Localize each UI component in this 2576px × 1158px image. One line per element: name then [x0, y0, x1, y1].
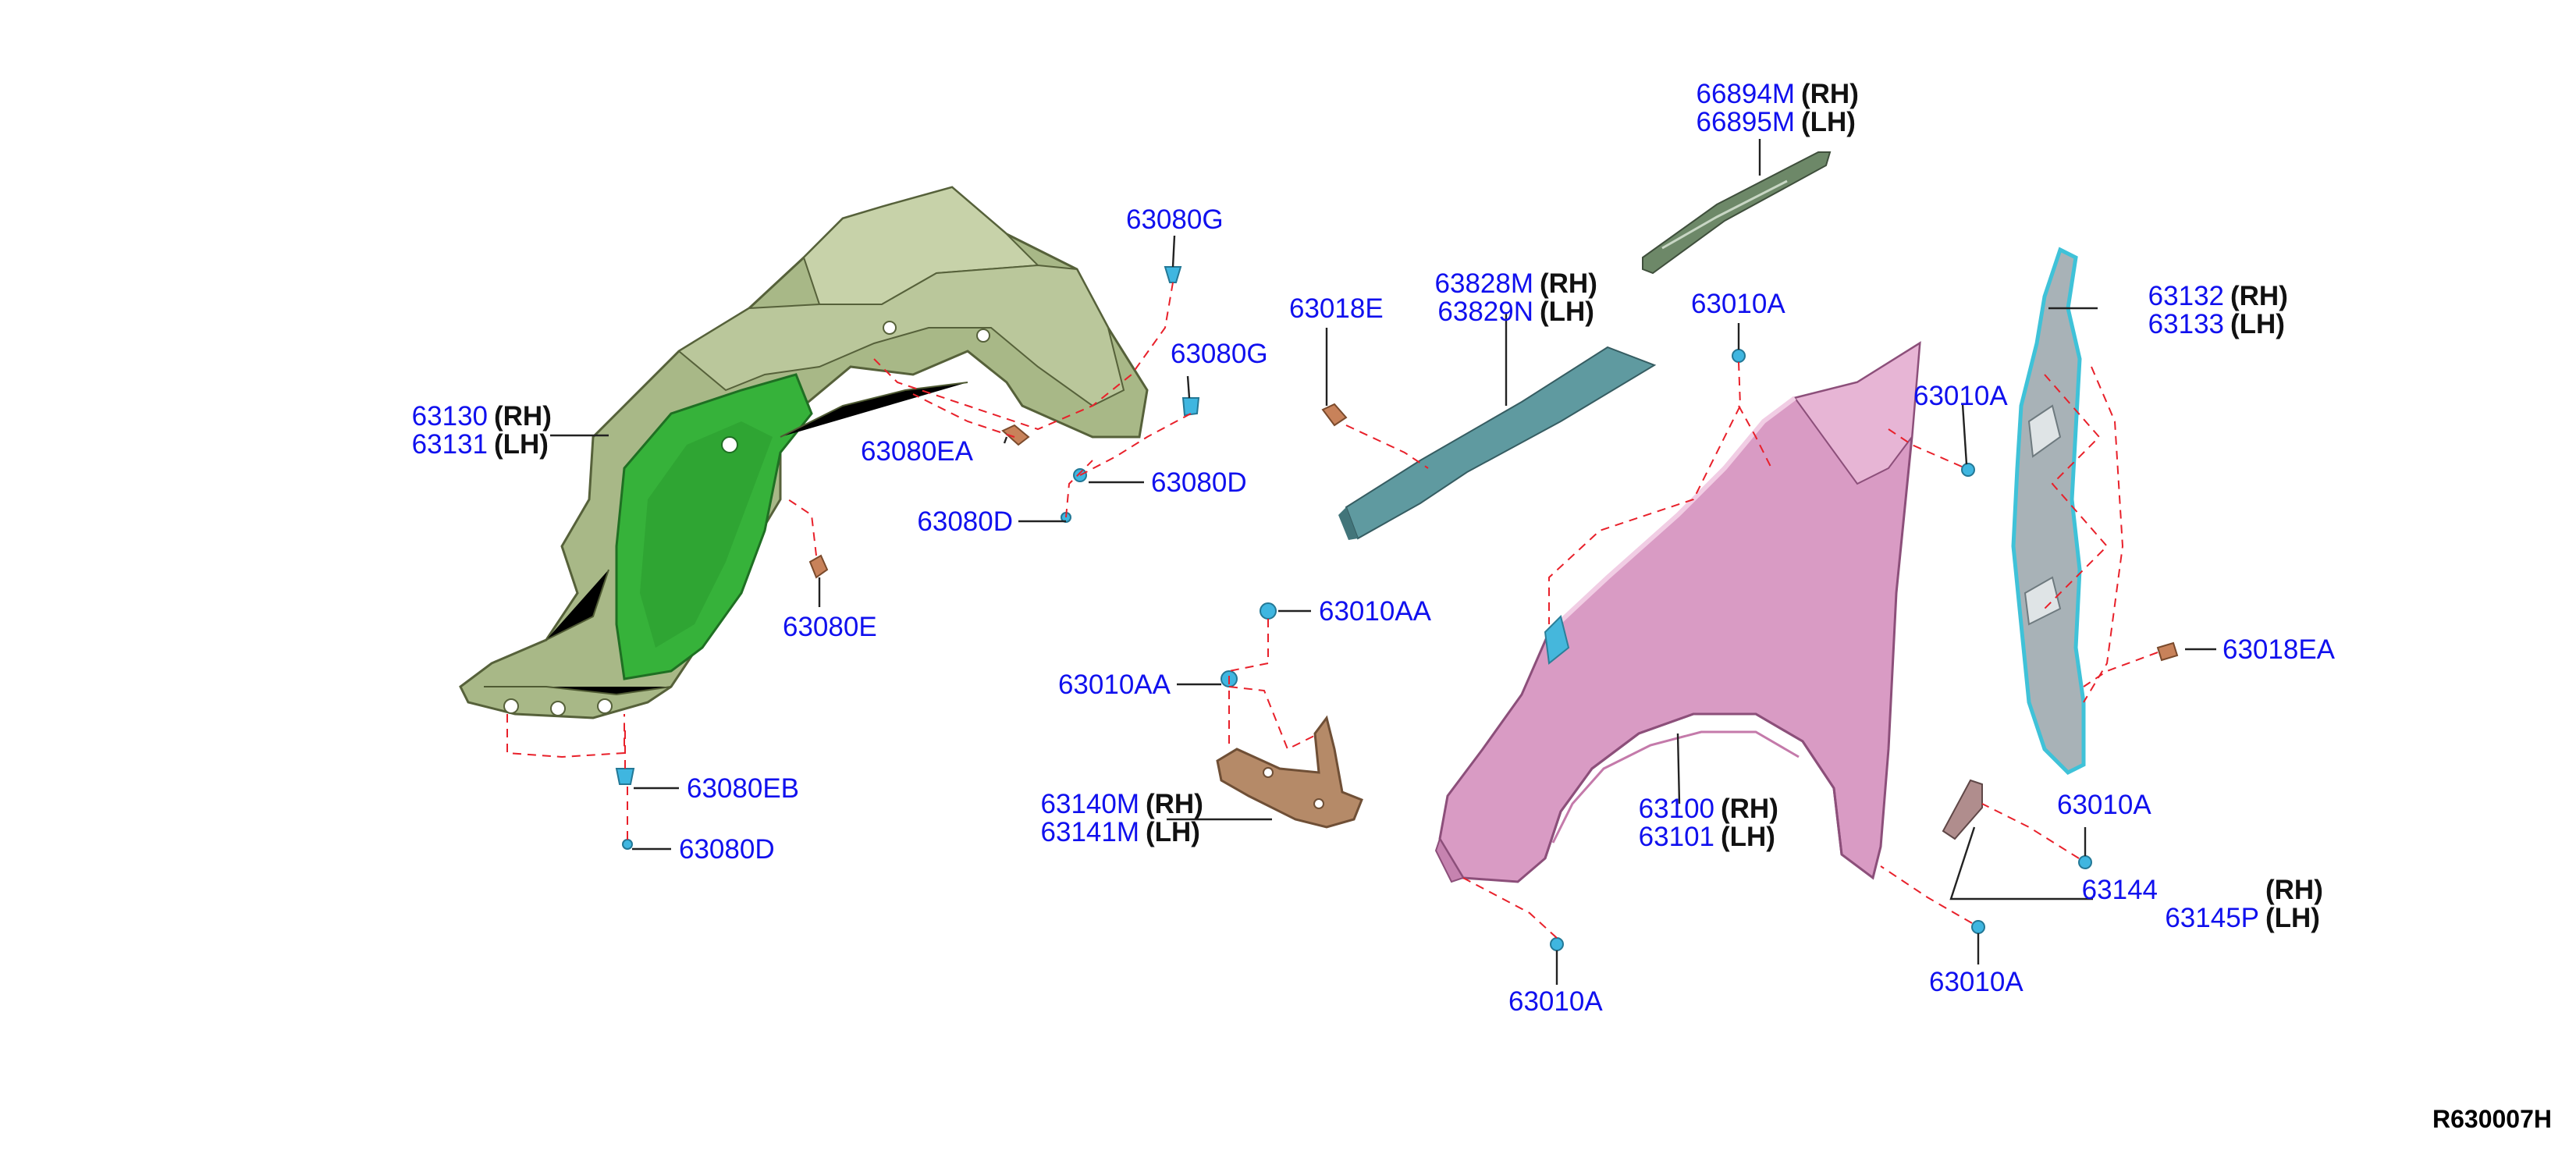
fastener-label-63010a-top[interactable]: 63010A	[1691, 289, 1785, 319]
part-number-rh[interactable]: 63132	[2148, 281, 2224, 311]
side-lh-label: (LH)	[1721, 822, 1775, 852]
side-rh-label: (RH)	[1721, 794, 1778, 824]
clip-63080eb-icon[interactable]	[615, 768, 635, 785]
clip-63080ea-icon[interactable]	[1001, 424, 1030, 446]
part-number-lh[interactable]: 63829N	[1437, 297, 1533, 327]
fastener-label-63010a-right[interactable]: 63010A	[1913, 381, 2008, 411]
callout-63828m-63829n[interactable]: 63828M (RH) 63829N (LH)	[1435, 268, 1597, 327]
callout-66894m-66895m[interactable]: 66894M (RH) 66895M (LH)	[1697, 79, 1859, 137]
side-rh-label: (RH)	[1540, 268, 1597, 299]
callout-63144-63145p[interactable]: 63144 (RH) 63145P (LH)	[2082, 875, 2323, 933]
part-number-rh[interactable]: 63100	[1639, 794, 1714, 824]
fastener-label-63010a-bottom-left[interactable]: 63010A	[1508, 986, 1603, 1017]
fender-side-seal-illustration[interactable]	[2011, 247, 2086, 776]
fastener-label-63080d-bottom[interactable]: 63080D	[679, 834, 775, 865]
fastener-label-63080g-lower[interactable]: 63080G	[1171, 339, 1268, 369]
side-lh-label: (LH)	[494, 429, 549, 460]
fastener-label-63080d-mid[interactable]: 63080D	[917, 506, 1013, 537]
part-number-lh[interactable]: 63131	[412, 429, 488, 460]
fastener-labels: 63080G 63080G 63080EA 63080D 63080D 6308…	[679, 204, 2336, 1017]
fastener-label-63010aa-top[interactable]: 63010AA	[1319, 596, 1432, 627]
front-fender-illustration[interactable]	[1434, 341, 1921, 883]
side-rh-label: (RH)	[1801, 79, 1859, 109]
callout-63100-63101[interactable]: 63100 (RH) 63101 (LH)	[1639, 794, 1778, 852]
fastener-label-63010a-mid-right[interactable]: 63010A	[2057, 790, 2151, 820]
fender-seal-lower-illustration[interactable]	[1338, 346, 1657, 540]
clip-63010a-right-icon[interactable]	[1961, 463, 1975, 477]
side-lh-label: (LH)	[1540, 297, 1594, 327]
part-number-rh[interactable]: 63828M	[1435, 268, 1533, 299]
side-rh-label: (RH)	[2230, 281, 2288, 311]
callout-63132-63133[interactable]: 63132 (RH) 63133 (LH)	[2148, 281, 2288, 339]
fastener-label-63010a-bottom-right[interactable]: 63010A	[1929, 967, 2023, 997]
side-lh-label: (LH)	[1801, 107, 1856, 137]
fender-protector-illustration[interactable]	[459, 186, 1149, 719]
fender-bracket-illustration[interactable]	[1216, 715, 1363, 829]
fastener-label-63080g-upper[interactable]: 63080G	[1126, 204, 1224, 235]
clip-63010a-top-icon[interactable]	[1732, 349, 1746, 363]
clip-63010aa-top-icon[interactable]	[1260, 602, 1277, 620]
leader-lines	[550, 139, 2216, 985]
fastener-icons	[615, 266, 2179, 951]
fastener-label-63080e[interactable]: 63080E	[783, 612, 877, 642]
fastener-label-63010aa-left[interactable]: 63010AA	[1058, 670, 1171, 700]
callout-63130-63131[interactable]: 63130 (RH) 63131 (LH)	[412, 401, 552, 460]
part-number-lh[interactable]: 63133	[2148, 309, 2224, 339]
side-lh-label: (LH)	[2265, 903, 2320, 933]
part-number-rh[interactable]: 63144	[2082, 875, 2158, 905]
part-number-lh[interactable]: 63145P	[2165, 903, 2259, 933]
fender-small-bracket-illustration[interactable]	[1942, 779, 1983, 840]
clip-63080d-bottom-icon[interactable]	[622, 839, 633, 850]
side-rh-label: (RH)	[494, 401, 552, 432]
fastener-label-63018ea[interactable]: 63018EA	[2222, 634, 2336, 665]
side-rh-label: (RH)	[1146, 789, 1203, 819]
diagram-reference-code: R630007H	[2432, 1105, 2552, 1133]
part-number-rh[interactable]: 66894M	[1697, 79, 1795, 109]
fastener-path-lines	[506, 282, 2159, 939]
clip-63080g-lower-icon[interactable]	[1181, 397, 1200, 417]
side-rh-label: (RH)	[2265, 875, 2323, 905]
clip-63010a-bottom-left-icon[interactable]	[1550, 937, 1564, 951]
fastener-label-63080d-right[interactable]: 63080D	[1151, 467, 1247, 498]
side-lh-label: (LH)	[1146, 817, 1200, 847]
clip-63010a-bottom-right-icon[interactable]	[1971, 920, 1985, 934]
part-number-lh[interactable]: 63101	[1639, 822, 1714, 852]
clip-63080g-upper-icon[interactable]	[1164, 266, 1182, 283]
fastener-label-63080eb[interactable]: 63080EB	[687, 773, 799, 804]
callout-63140m-63141m[interactable]: 63140M (RH) 63141M (LH)	[1041, 789, 1203, 847]
fastener-label-63018e[interactable]: 63018E	[1289, 293, 1384, 324]
clip-63080e-icon[interactable]	[808, 554, 829, 579]
part-number-rh[interactable]: 63130	[412, 401, 488, 432]
fastener-label-63080ea[interactable]: 63080EA	[861, 436, 974, 467]
part-number-lh[interactable]: 66895M	[1697, 107, 1795, 137]
clip-63018ea-icon[interactable]	[2156, 641, 2179, 662]
part-number-rh[interactable]: 63140M	[1041, 789, 1139, 819]
clip-63018e-icon[interactable]	[1321, 403, 1348, 427]
part-number-lh[interactable]: 63141M	[1041, 817, 1139, 847]
clip-63010a-mid-right-icon[interactable]	[2078, 855, 2092, 869]
fender-seal-upper-illustration[interactable]	[1642, 151, 1832, 275]
side-lh-label: (LH)	[2230, 309, 2285, 339]
